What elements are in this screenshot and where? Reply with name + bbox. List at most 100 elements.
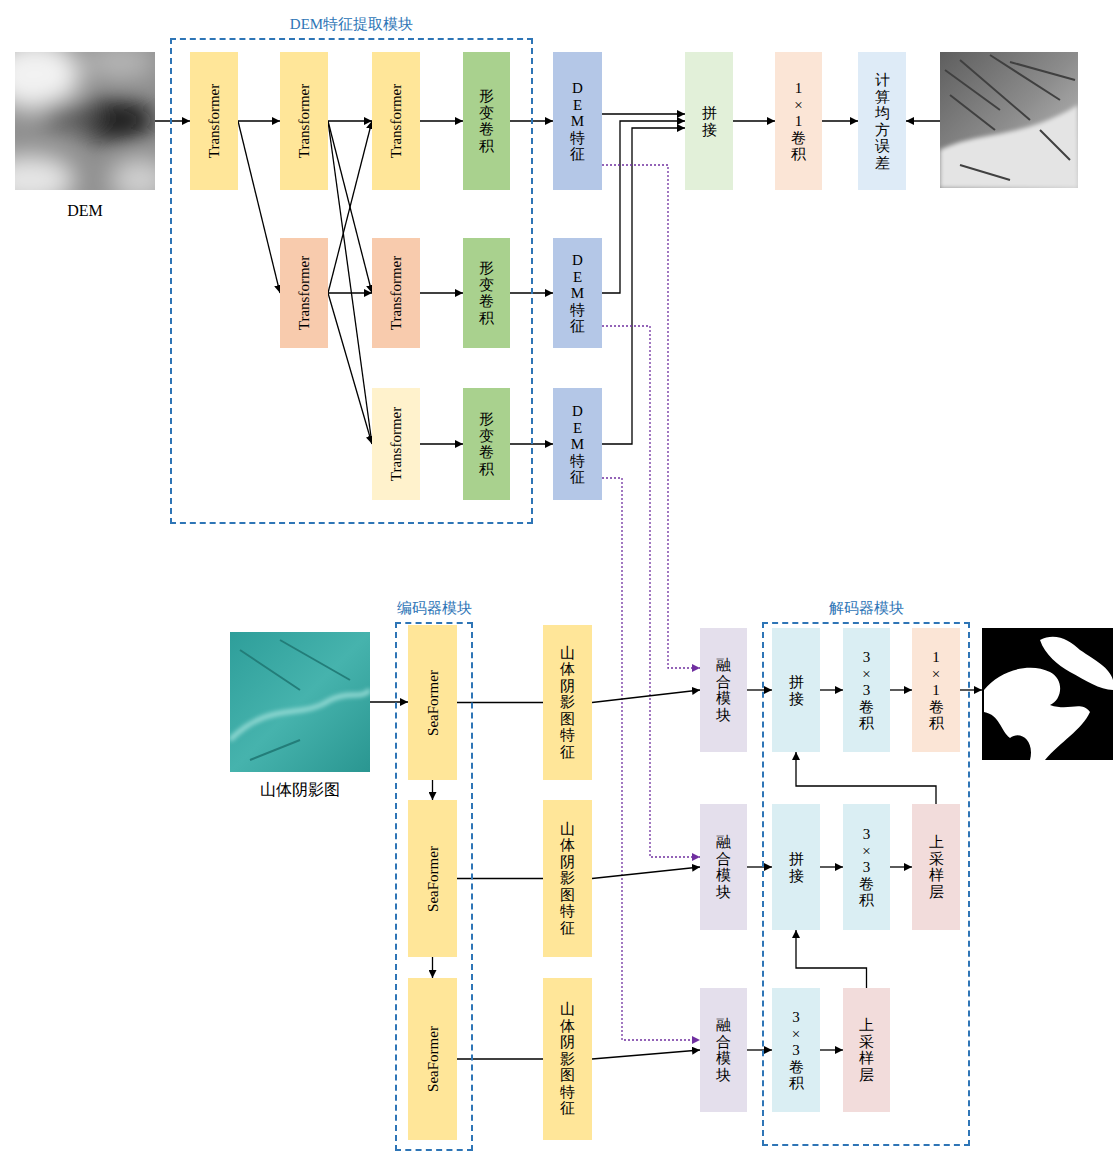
flow-arrow bbox=[747, 689, 772, 690]
flow-arrow bbox=[822, 120, 858, 121]
dem-high bbox=[15, 155, 75, 190]
flow-arrow bbox=[796, 930, 867, 988]
flow-arrow bbox=[457, 1058, 543, 1059]
box-label: 拼接 bbox=[702, 105, 717, 138]
box-label: SeaFormer bbox=[424, 670, 441, 736]
box-label: 3×3卷积 bbox=[859, 649, 874, 732]
process-box: 1×1卷积 bbox=[912, 628, 960, 752]
box-label: 融合模块 bbox=[716, 1017, 731, 1083]
flow-arrow bbox=[328, 121, 372, 293]
box-label: SeaFormer bbox=[424, 846, 441, 912]
box-label: 拼接 bbox=[789, 674, 804, 707]
flow-arrow bbox=[432, 780, 433, 800]
hillshade-teal-image bbox=[230, 632, 370, 772]
module-title: 解码器模块 bbox=[829, 599, 904, 618]
module-title: 编码器模块 bbox=[397, 599, 472, 618]
process-box: 拼接 bbox=[772, 804, 820, 930]
hillshade-ground bbox=[940, 52, 1078, 188]
process-box: SeaFormer bbox=[408, 978, 457, 1140]
process-box: SeaFormer bbox=[408, 625, 457, 780]
flow-arrow bbox=[890, 689, 912, 690]
flow-arrow bbox=[432, 957, 433, 978]
box-label: Transformer bbox=[296, 84, 313, 158]
process-box: DEM特征 bbox=[553, 388, 602, 500]
box-label: 计算均方误差 bbox=[875, 72, 890, 171]
process-box: 形变卷积 bbox=[463, 238, 510, 348]
flow-arrow bbox=[820, 1049, 843, 1050]
flow-arrow bbox=[238, 121, 280, 293]
flow-arrow bbox=[820, 689, 843, 690]
box-label: 山体阴影图特征 bbox=[560, 821, 575, 937]
flow-arrow bbox=[602, 128, 685, 444]
input-arrow bbox=[370, 701, 408, 702]
flow-arrow bbox=[747, 866, 772, 867]
flow-arrow bbox=[733, 120, 775, 121]
box-label: 山体阴影图特征 bbox=[560, 1001, 575, 1117]
output-arrow bbox=[960, 689, 982, 690]
input-arrow bbox=[155, 120, 190, 121]
mask-blob bbox=[1040, 637, 1113, 690]
module-group: 编码器模块SeaFormerSeaFormerSeaFormer bbox=[395, 622, 473, 1151]
teal-valleys bbox=[240, 640, 350, 760]
process-box: 计算均方误差 bbox=[858, 52, 906, 190]
module-group: DEM特征提取模块TransformerTransformerTransform… bbox=[170, 38, 533, 524]
box-label: 形变卷积 bbox=[479, 411, 494, 477]
flow-arrow bbox=[457, 878, 543, 879]
flow-arrow bbox=[420, 443, 463, 444]
box-label: DEM特征 bbox=[570, 252, 585, 335]
process-box: 山体阴影图特征 bbox=[543, 625, 592, 780]
module-group: 解码器模块拼接3×3卷积1×1卷积拼接3×3卷积上采样层3×3卷积上采样层 bbox=[762, 622, 970, 1146]
box-label: 上采样层 bbox=[929, 834, 944, 900]
flow-arrow bbox=[238, 120, 280, 121]
process-box: 山体阴影图特征 bbox=[543, 978, 592, 1140]
process-box: Transformer bbox=[280, 52, 328, 190]
module-title: DEM特征提取模块 bbox=[290, 15, 413, 34]
process-box: Transformer bbox=[372, 238, 420, 348]
process-box: 山体阴影图特征 bbox=[543, 800, 592, 957]
flow-arrow bbox=[328, 120, 372, 121]
box-label: 融合模块 bbox=[716, 834, 731, 900]
process-box: Transformer bbox=[280, 238, 328, 348]
box-label: 山体阴影图特征 bbox=[560, 645, 575, 761]
teal-ridge bbox=[230, 690, 370, 740]
flow-arrow bbox=[820, 866, 843, 867]
process-box: 1×1卷积 bbox=[775, 52, 822, 190]
box-label: 1×1卷积 bbox=[929, 649, 944, 732]
mask-image bbox=[982, 628, 1113, 760]
image-caption: 山体阴影图 bbox=[260, 780, 340, 801]
feature-link bbox=[602, 165, 700, 668]
box-label: 形变卷积 bbox=[479, 260, 494, 326]
process-box: 上采样层 bbox=[843, 988, 890, 1112]
flow-arrow bbox=[796, 752, 936, 804]
flow-arrow bbox=[747, 1049, 772, 1050]
flow-arrow bbox=[328, 293, 372, 444]
dem-mid bbox=[85, 52, 155, 80]
flow-arrow bbox=[890, 866, 912, 867]
input-arrow bbox=[906, 120, 940, 121]
flow-arrow bbox=[420, 120, 463, 121]
process-box: Transformer bbox=[372, 388, 420, 500]
flow-arrow bbox=[420, 292, 463, 293]
box-label: 1×1卷积 bbox=[791, 80, 806, 163]
mask-ground bbox=[982, 628, 1113, 760]
flow-arrow bbox=[592, 1050, 700, 1059]
feature-link bbox=[602, 478, 700, 1040]
box-label: DEM特征 bbox=[570, 403, 585, 486]
process-box: Transformer bbox=[372, 52, 420, 190]
process-box: 融合模块 bbox=[700, 804, 747, 930]
process-box: DEM特征 bbox=[553, 238, 602, 348]
image-caption: DEM bbox=[67, 202, 103, 220]
flow-arrow bbox=[457, 702, 543, 703]
flow-arrow bbox=[602, 121, 685, 293]
box-label: DEM特征 bbox=[570, 80, 585, 163]
box-label: Transformer bbox=[388, 256, 405, 330]
box-label: Transformer bbox=[296, 256, 313, 330]
box-label: 形变卷积 bbox=[479, 88, 494, 154]
process-box: 形变卷积 bbox=[463, 52, 510, 190]
box-label: 3×3卷积 bbox=[789, 1009, 804, 1092]
process-box: 形变卷积 bbox=[463, 388, 510, 500]
flow-arrow bbox=[328, 121, 372, 444]
flow-arrow bbox=[592, 690, 700, 703]
box-label: Transformer bbox=[388, 407, 405, 481]
process-box: 3×3卷积 bbox=[772, 988, 820, 1112]
